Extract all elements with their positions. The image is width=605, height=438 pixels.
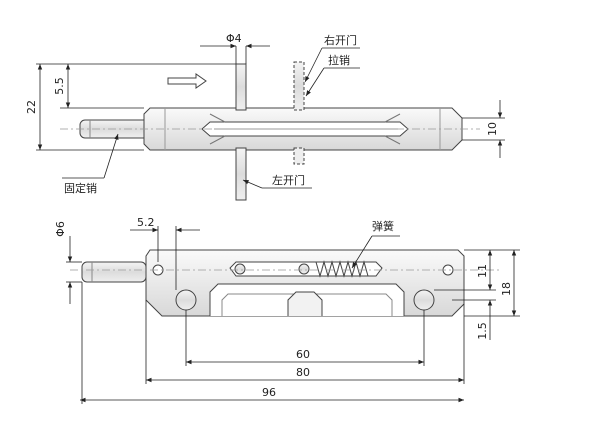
dim-body-length: 80 (296, 366, 310, 379)
dim-pin-diameter: Φ4 (226, 32, 242, 45)
pull-pin-upper (235, 63, 247, 111)
spring (315, 260, 369, 278)
dim-thickness: 10 (486, 122, 499, 136)
label-spring: 弹簧 (372, 219, 394, 233)
top-view (60, 61, 480, 201)
dim-total-length: 96 (262, 386, 276, 399)
dim-hole-span: 60 (296, 348, 310, 361)
pull-pin-lower (235, 147, 247, 201)
front-view (70, 249, 500, 317)
top-view-dimensions (36, 43, 505, 189)
dim-height: 22 (25, 100, 38, 114)
dim-hole-offset: 5.2 (137, 216, 155, 229)
label-fixed-pin: 固定销 (64, 181, 97, 195)
dim-front-pin-diameter: Φ6 (54, 221, 67, 237)
label-pull-pin: 拉销 (328, 53, 350, 67)
mount-hole-right (413, 289, 435, 311)
label-left-door: 左开门 (272, 173, 305, 187)
dim-18: 18 (500, 282, 513, 296)
label-right-door: 右开门 (324, 33, 357, 47)
direction-arrow (167, 73, 207, 89)
front-view-dimensions (66, 226, 520, 404)
mount-hole-left (175, 289, 197, 311)
dim-11: 11 (476, 264, 489, 278)
top-view-dim-text: Φ4 5.5 22 10 右开门 拉销 固定销 左开门 (25, 32, 499, 195)
front-view-dim-text: Φ6 5.2 60 80 96 11 18 1.5 弹簧 (54, 216, 513, 399)
dim-offset: 5.5 (53, 77, 66, 95)
dim-1-5: 1.5 (476, 322, 489, 340)
